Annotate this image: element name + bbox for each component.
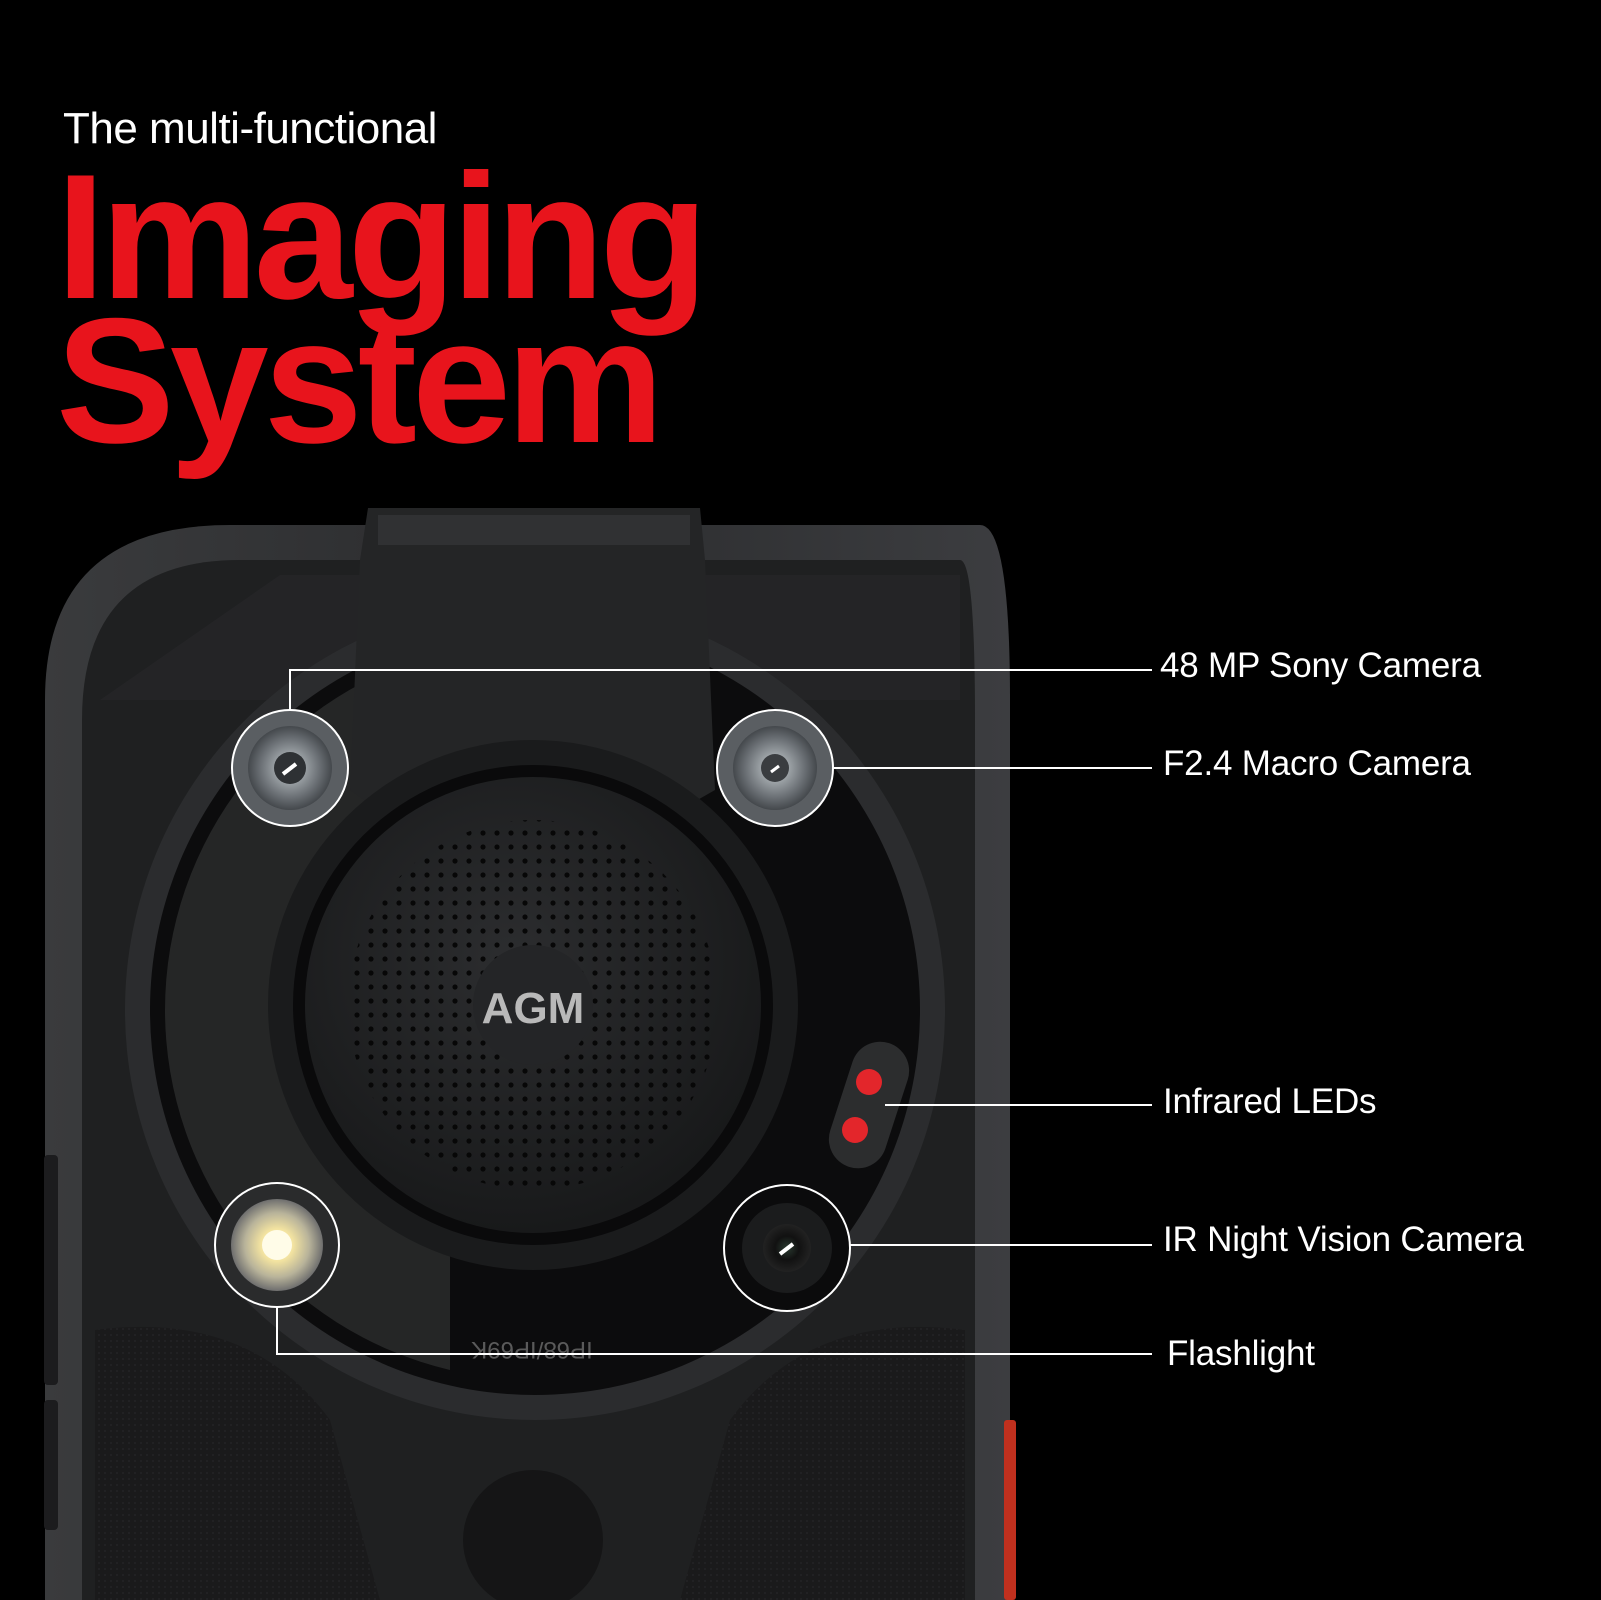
- headline-intro: The multi-functional: [63, 104, 437, 153]
- callout-infrared-leds: Infrared LEDs: [1163, 1082, 1377, 1121]
- callout-ir-night-vision-camera: IR Night Vision Camera: [1163, 1220, 1524, 1259]
- callout-flashlight: Flashlight: [1167, 1334, 1315, 1373]
- headline-imaging: Imaging: [56, 137, 708, 336]
- callout-f24-macro-camera: F2.4 Macro Camera: [1163, 744, 1471, 783]
- ip-rating: IP68/IP69K: [471, 1336, 592, 1363]
- headline-system: System: [56, 281, 664, 480]
- brand-logo: AGM: [482, 984, 585, 1033]
- callout-48mp-sony-camera: 48 MP Sony Camera: [1160, 646, 1481, 685]
